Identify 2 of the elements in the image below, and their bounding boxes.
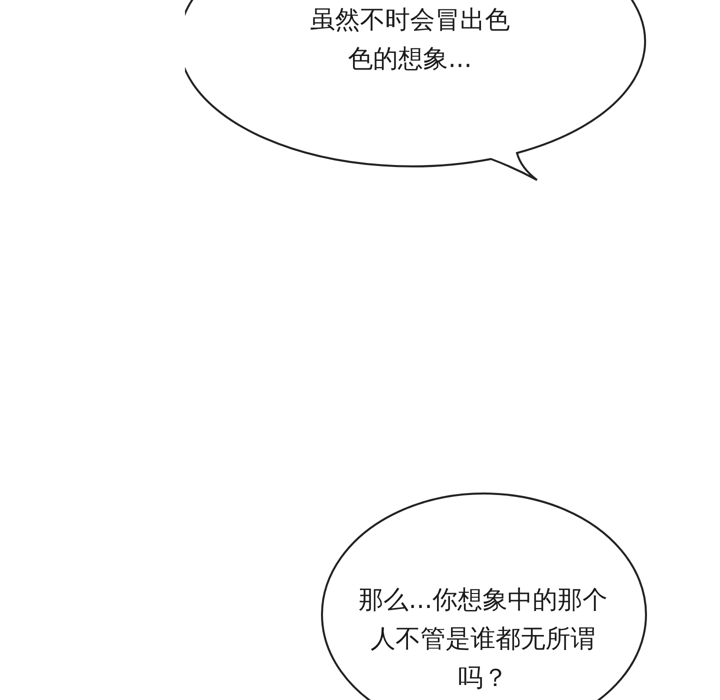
speech-text: 那么...你想象中的那个人不管是谁都无所谓吗？ [358, 584, 608, 694]
speech-text: 虽然不时会冒出色色的想象... [310, 4, 510, 75]
